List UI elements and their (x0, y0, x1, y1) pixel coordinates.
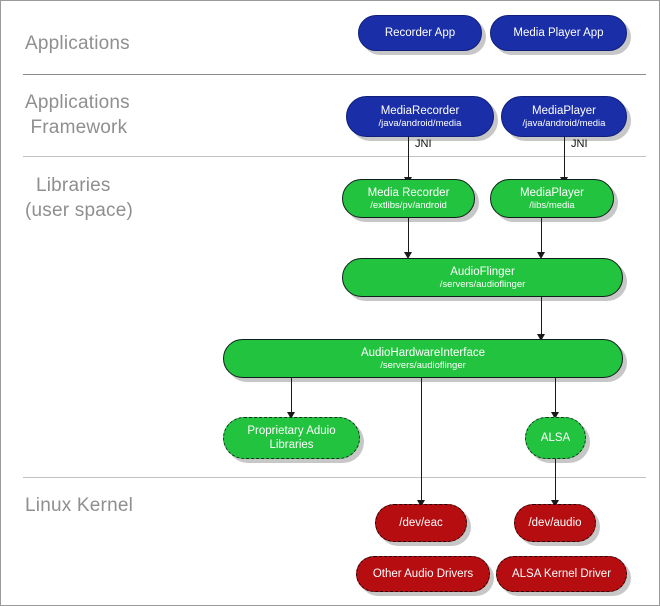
connector-jni-left (408, 137, 409, 179)
node-alsa-title: ALSA (540, 432, 571, 444)
jni-label-left: JNI (415, 138, 432, 150)
layer-label-linux-kernel: Linux Kernel (25, 495, 134, 516)
divider-framework (23, 156, 646, 157)
connector-jni-right (564, 137, 565, 179)
arrow-ahi-to-alsa (551, 412, 559, 419)
connector-alsa-to-dev-audio (555, 459, 556, 502)
node-media-recorder-lib-title: Media Recorder (367, 186, 450, 199)
connector-mediarecorder-to-audioflinger (408, 218, 409, 254)
node-proprietary-audio-libraries-title: Proprietary Aduio Libraries (247, 425, 336, 451)
connector-audioflinger-to-ahi (541, 297, 542, 336)
connector-mediaplayer-to-audioflinger (541, 218, 542, 254)
node-audioflinger[interactable]: AudioFlinger /servers/audioflinger (342, 258, 623, 297)
node-dev-eac[interactable]: /dev/eac (375, 504, 467, 542)
jni-label-right: JNI (571, 138, 588, 150)
node-recorder-app-title: Recorder App (384, 27, 456, 39)
connector-ahi-to-dev-eac (421, 378, 422, 502)
node-dev-audio-title: /dev/audio (528, 517, 582, 529)
node-alsa-kernel-driver[interactable]: ALSA Kernel Driver (496, 556, 627, 592)
node-alsa[interactable]: ALSA (525, 417, 586, 459)
node-mediaplayer-framework-title: MediaPlayer (532, 104, 596, 117)
node-audioflinger-title: AudioFlinger (450, 265, 515, 278)
node-dev-audio[interactable]: /dev/audio (514, 504, 596, 542)
layer-label-libraries: Libraries (user space) (25, 175, 133, 221)
divider-applications (23, 74, 646, 75)
node-mediarecorder-framework[interactable]: MediaRecorder /java/android/media (346, 96, 494, 137)
node-media-recorder-lib[interactable]: Media Recorder /extlibs/pv/android (342, 179, 475, 218)
layer-label-applications-framework: Applications Framework (25, 92, 130, 138)
node-recorder-app[interactable]: Recorder App (358, 15, 482, 51)
node-mediaplayer-lib-path: /libs/media (529, 199, 575, 211)
node-media-recorder-lib-path: /extlibs/pv/android (370, 199, 447, 211)
layer-label-applications: Applications (25, 33, 130, 54)
node-alsa-kernel-driver-title: ALSA Kernel Driver (511, 568, 612, 580)
node-media-player-app[interactable]: Media Player App (490, 15, 627, 51)
arrow-mediaplayer-to-audioflinger (537, 252, 545, 259)
divider-kernel (23, 477, 646, 478)
arrow-audioflinger-to-ahi (537, 334, 545, 341)
node-audioflinger-path: /servers/audioflinger (439, 278, 526, 290)
node-proprietary-audio-libraries[interactable]: Proprietary Aduio Libraries (223, 417, 360, 459)
node-mediarecorder-framework-path: /java/android/media (378, 117, 462, 129)
connector-ahi-to-alsa (555, 378, 556, 414)
node-media-player-app-title: Media Player App (513, 27, 604, 39)
connector-ahi-to-proprietary-libs (291, 378, 292, 414)
node-dev-eac-title: /dev/eac (399, 517, 443, 529)
node-mediaplayer-lib-title: MediaPlayer (520, 186, 584, 199)
node-mediaplayer-framework-path: /java/android/media (522, 117, 606, 129)
node-mediaplayer-framework[interactable]: MediaPlayer /java/android/media (501, 96, 627, 137)
arrow-ahi-to-proprietary-libs (287, 412, 295, 419)
node-mediaplayer-lib[interactable]: MediaPlayer /libs/media (490, 179, 614, 218)
node-audiohardwareinterface[interactable]: AudioHardwareInterface /servers/audiofli… (223, 339, 623, 378)
node-other-audio-drivers[interactable]: Other Audio Drivers (356, 556, 490, 592)
node-other-audio-drivers-title: Other Audio Drivers (372, 568, 474, 580)
node-audiohardwareinterface-path: /servers/audioflinger (380, 359, 466, 371)
node-audiohardwareinterface-title: AudioHardwareInterface (360, 346, 485, 359)
node-mediarecorder-framework-title: MediaRecorder (380, 104, 460, 117)
arrow-mediarecorder-to-audioflinger (404, 252, 412, 259)
